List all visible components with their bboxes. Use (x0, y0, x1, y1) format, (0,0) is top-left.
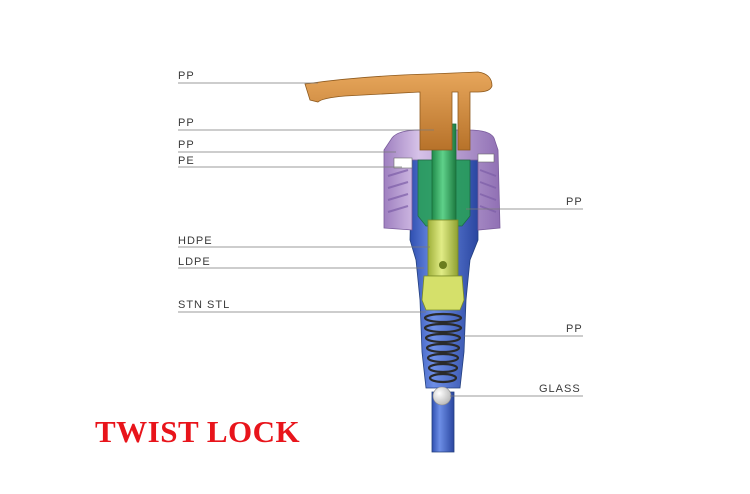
actuator-head (304, 71, 493, 151)
label-piston: HDPE (178, 235, 213, 247)
valve-pin (439, 261, 447, 269)
label-collar: PP (566, 196, 583, 208)
glass-ball (432, 386, 452, 406)
spring (423, 312, 463, 384)
gasket (393, 157, 413, 169)
gasket-right (477, 153, 495, 163)
cap-threads (387, 169, 497, 213)
label-ball: GLASS (539, 383, 581, 395)
label-closure: PP (178, 139, 195, 151)
label-housing: PP (566, 323, 583, 335)
label-valve: LDPE (178, 256, 211, 268)
label-stem: PP (178, 117, 195, 129)
valve (421, 275, 465, 311)
diagram-title: TWIST LOCK (95, 414, 301, 449)
label-actuator: PP (178, 70, 195, 82)
label-spring: STN STL (178, 299, 231, 311)
label-gasket: PE (178, 155, 195, 167)
leader-lines (178, 82, 583, 397)
